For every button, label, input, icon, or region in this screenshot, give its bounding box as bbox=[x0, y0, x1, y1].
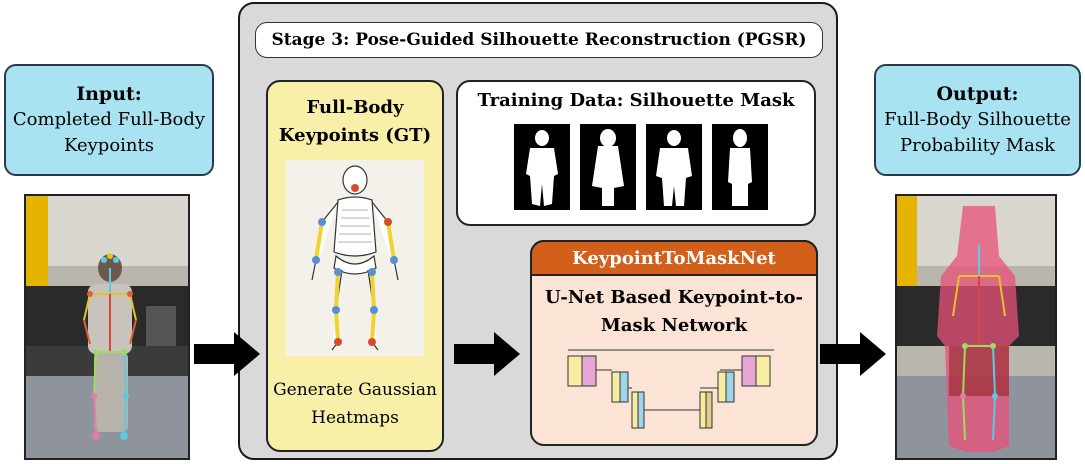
keypoints-title: Full-Body Keypoints (GT) bbox=[266, 94, 444, 154]
arrow-keypoints-to-network-icon bbox=[454, 332, 520, 376]
silhouette-shape-2 bbox=[592, 129, 624, 206]
output-label-line2: Probability Mask bbox=[899, 135, 1056, 156]
arrow-stage-to-output-icon bbox=[820, 332, 886, 376]
training-data-title: Training Data: Silhouette Mask bbox=[477, 90, 795, 111]
stage-title: Stage 3: Pose-Guided Silhouette Reconstr… bbox=[255, 22, 823, 58]
input-label-line2: Keypoints bbox=[64, 135, 154, 156]
silhouette-mask-4 bbox=[712, 124, 768, 210]
heatmap-caption-line2: Heatmaps bbox=[311, 408, 399, 428]
keypoints-title-line1: Full-Body bbox=[306, 97, 404, 118]
skeleton-illustration bbox=[311, 165, 399, 351]
silhouette-shape-4 bbox=[728, 129, 752, 206]
input-label-heading: Input: bbox=[76, 83, 142, 105]
input-label-line1: Completed Full-Body bbox=[12, 109, 206, 130]
network-title-line1: U-Net Based Keypoint-to- bbox=[545, 287, 803, 308]
input-photo-graphic bbox=[26, 196, 188, 458]
network-header: KeypointToMaskNet bbox=[530, 240, 818, 276]
network-title: U-Net Based Keypoint-to- Mask Network bbox=[530, 284, 818, 344]
skeleton-keypoints-image bbox=[286, 160, 424, 356]
unet-architecture-diagram bbox=[567, 349, 774, 429]
silhouette-shape-3 bbox=[656, 130, 692, 206]
output-label-heading: Output: bbox=[936, 83, 1019, 105]
heatmap-caption-line1: Generate Gaussian bbox=[273, 380, 437, 400]
output-photo-graphic bbox=[897, 196, 1055, 458]
output-label-box: Output: Full-Body Silhouette Probability… bbox=[874, 64, 1081, 176]
heatmap-caption: Generate Gaussian Heatmaps bbox=[266, 376, 444, 436]
silhouette-mask-3 bbox=[646, 124, 702, 210]
output-label-line1: Full-Body Silhouette bbox=[884, 109, 1071, 130]
input-keypoint-image bbox=[24, 194, 190, 460]
arrow-input-to-stage-icon bbox=[194, 332, 260, 376]
silhouette-mask-1 bbox=[514, 124, 570, 210]
keypoints-title-line2: Keypoints (GT) bbox=[278, 125, 432, 146]
silhouette-shape-1 bbox=[526, 130, 558, 206]
silhouette-mask-2 bbox=[580, 124, 636, 210]
input-label-box: Input: Completed Full-Body Keypoints bbox=[4, 64, 214, 176]
output-mask-image bbox=[895, 194, 1057, 460]
network-title-line2: Mask Network bbox=[600, 315, 748, 336]
